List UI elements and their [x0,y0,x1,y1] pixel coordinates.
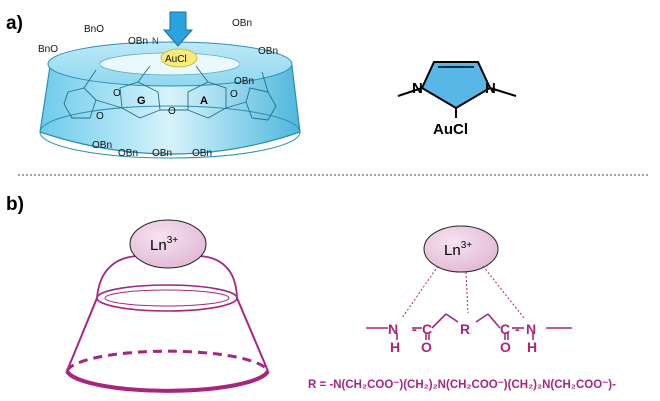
top-n-label: N [152,36,159,46]
o-link-4: O [96,111,104,122]
cone-bottom-back [65,349,270,372]
gold-label: AuCl [165,54,187,65]
ring-label-a: A [200,95,208,107]
ligand-o-right: O [500,339,511,355]
n-left-methyl [397,87,423,97]
panel-b-label: b) [6,194,24,215]
cd-substituent-1: BnO [38,44,58,55]
ligand-dash-left: - [412,321,417,337]
cone-left-edge [66,297,98,372]
cd-substituent-8: OBn [118,148,138,159]
o-link-1: O [168,106,176,117]
cd-substituent-10: OBn [192,148,212,159]
nhc-ring [420,61,492,110]
sugar-ring-lines [63,65,277,121]
cone-right-edge [236,297,269,372]
ln-ion-cone: Ln3+ [129,219,207,269]
o-link-2: O [113,88,121,99]
cd-substituent-5: OBn [258,46,278,57]
ligand-n-left: N [388,321,398,337]
cd-substituent-2: BnO [84,24,104,35]
cd-substituent-6: OBn [234,76,254,87]
nhc-aucl-label: AuCl [433,121,468,138]
ligand-n-right: N [526,321,536,337]
r-definition: R = -N(CH₂COO⁻)(CH₂)₂N(CH₂COO⁻)(CH₂)₂N(C… [308,379,616,391]
ligand-r: R [460,321,470,337]
cd-substituent-3: OBn [128,36,148,47]
ln-ion-ligand: Ln3+ [423,225,499,273]
cd-substituent-9: OBn [152,148,172,159]
ligand-c-left: C [422,321,432,337]
ln-symbol-ligand: Ln [444,242,461,259]
cone-bottom-front [65,369,270,393]
ligand-o-left: O [421,339,432,355]
panel-a: a) O O O O G A [6,11,517,159]
nhc-n-left: N [412,80,423,97]
coordination-bonds [401,265,525,319]
cone-inner-rim [104,289,230,307]
cone-top-rim [96,284,238,312]
ligand-h-right: H [527,339,537,355]
ln-charge-cone: 3+ [167,235,179,246]
ligand-backbone [366,313,572,340]
ligand-c-right: C [500,321,510,337]
panel-b: b) Ln3+ Ln3+ [6,194,616,393]
ring-label-g: G [137,95,146,107]
ln-charge-ligand: 3+ [461,240,473,251]
cd-substituent-4: OBn [232,18,252,29]
ln-symbol-cone: Ln [150,237,167,254]
cd-cone-schematic [65,255,270,393]
panel-a-label: a) [6,13,23,34]
gold-center [160,48,198,68]
nhc-n-right: N [485,80,496,97]
cyclodextrin-cone: O O O O G A AuCl N BnO BnO OBn OBn OBn O… [38,11,301,159]
svg-text:Ln3+: Ln3+ [150,235,178,254]
ligand-dash-right: - [515,321,520,337]
cd-substituent-7: OBn [92,140,112,151]
o-link-3: O [230,89,238,100]
down-arrow-icon [162,11,194,47]
ligand-h-left: H [390,339,400,355]
n-right-methyl [489,87,517,97]
cd-bottom-rim [39,105,301,159]
svg-text:Ln3+: Ln3+ [444,240,472,259]
nhc-gold-complex: N N AuCl [397,61,517,138]
